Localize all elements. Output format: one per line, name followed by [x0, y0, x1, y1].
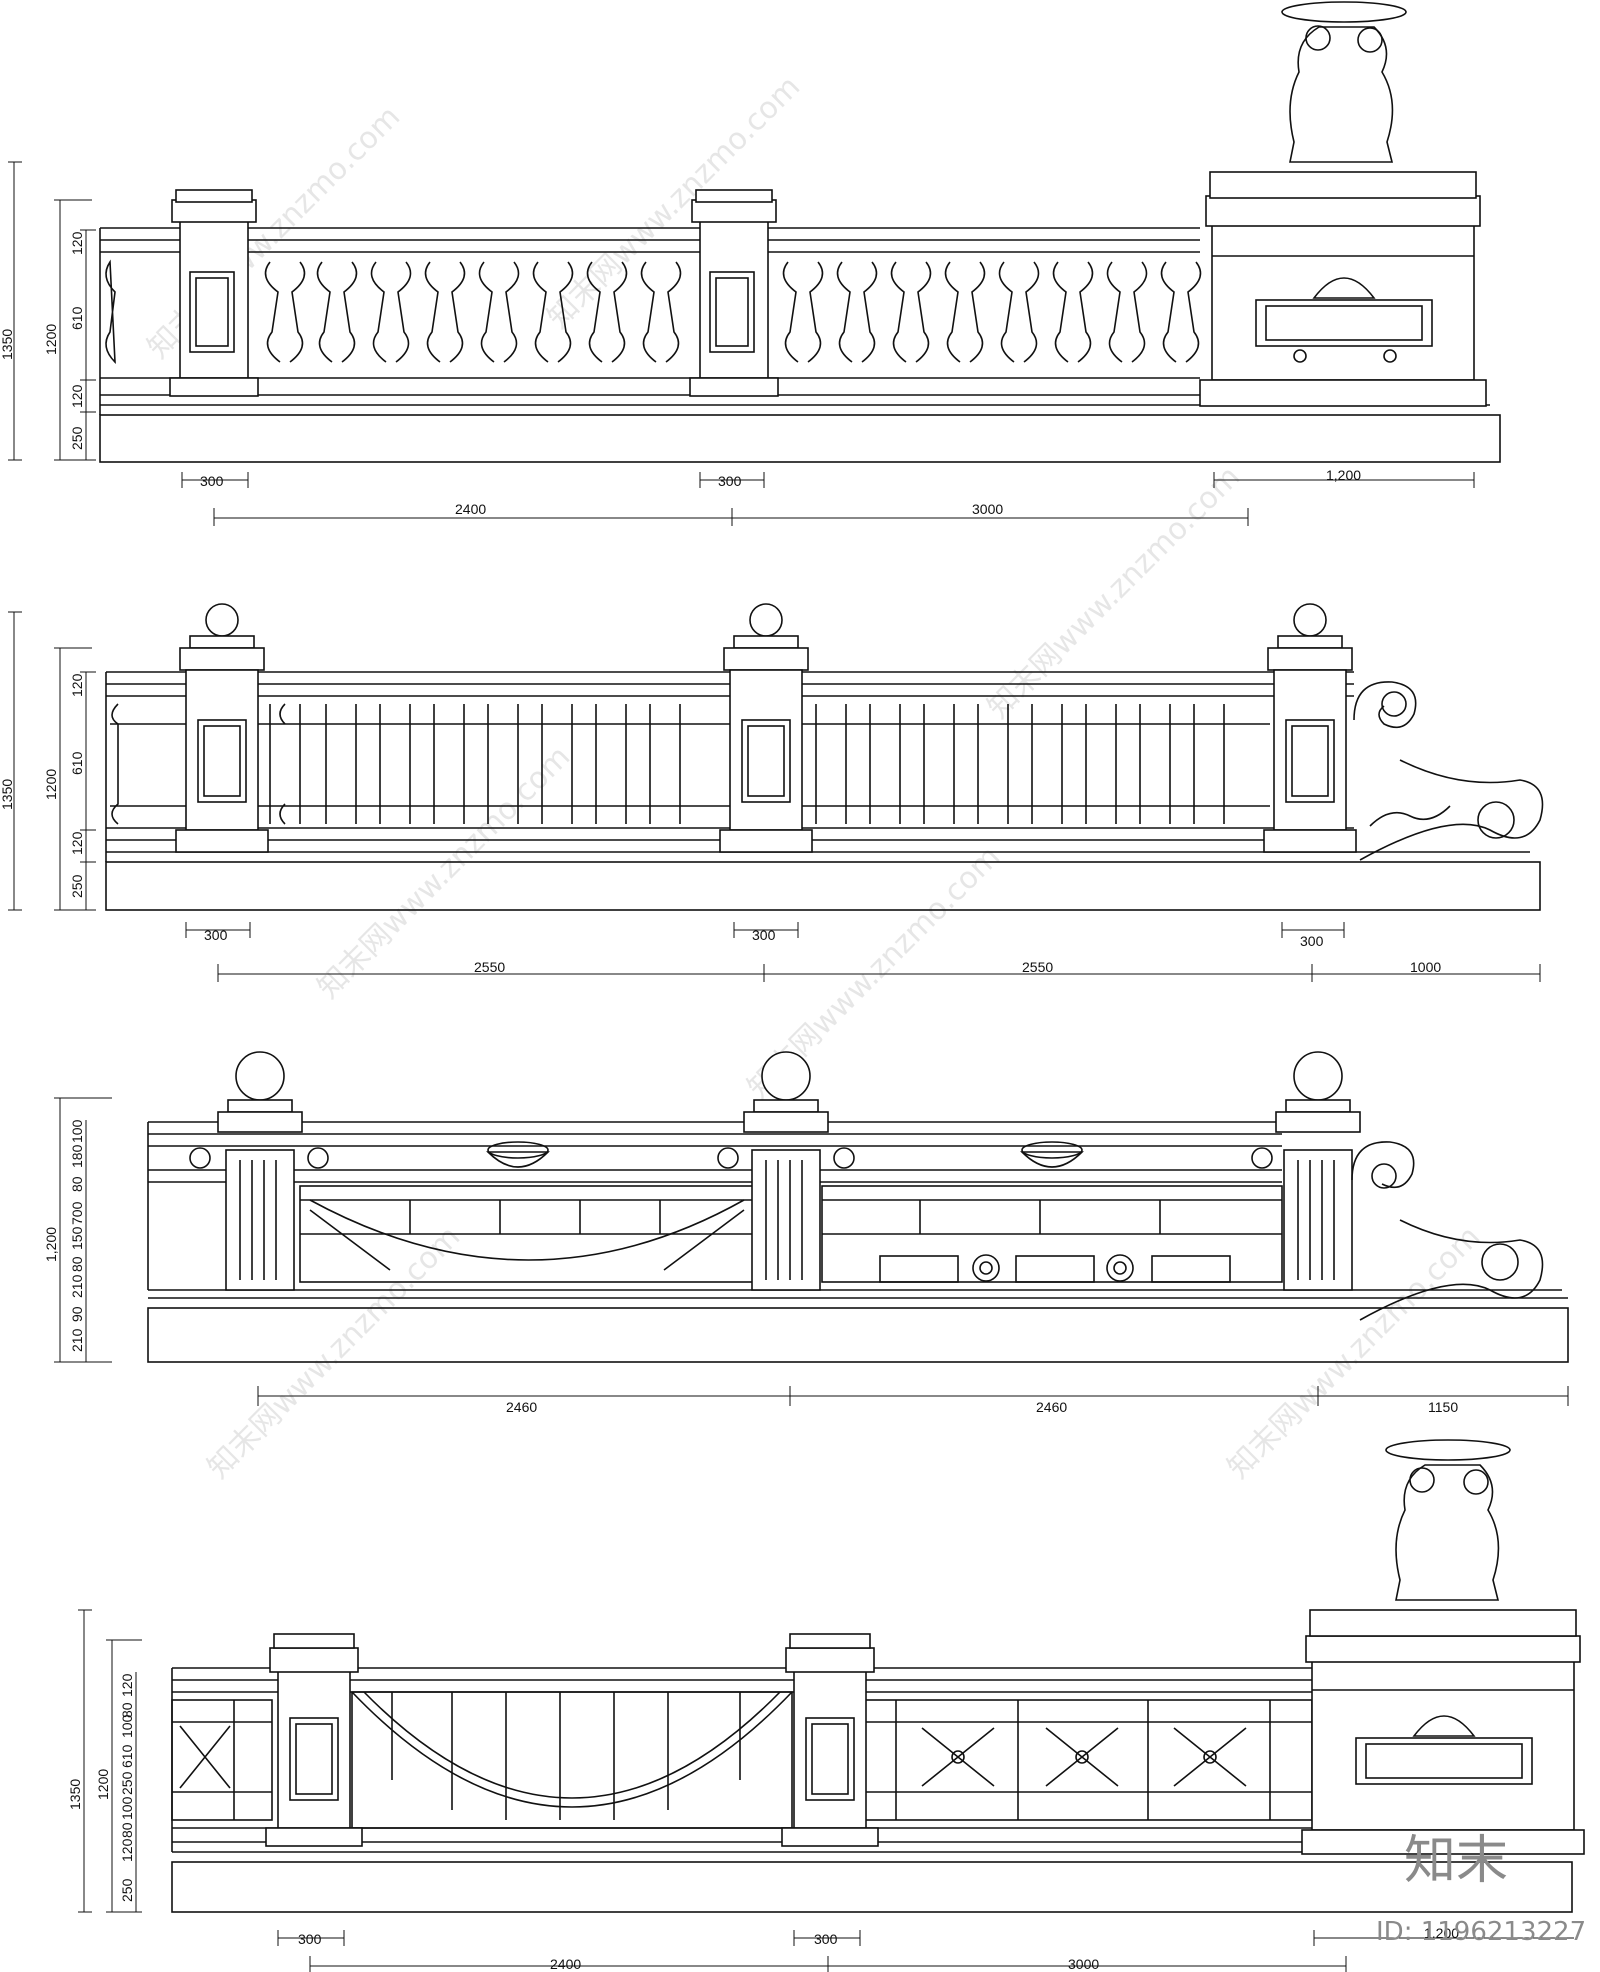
dim-label: 300: [204, 927, 228, 943]
pedestal-with-statue: [1301, 1439, 1585, 1855]
dim-label: 1200: [43, 324, 59, 355]
dim-label: 120: [119, 1673, 135, 1697]
post-with-ball: [1263, 603, 1357, 853]
scroll-ornament: [1353, 681, 1544, 861]
post: [169, 189, 259, 397]
dim-label: 80: [69, 1256, 85, 1272]
dim-label: 300: [298, 1931, 322, 1947]
dim-label: 1200: [95, 1769, 111, 1800]
dim-label: 250: [119, 1771, 135, 1795]
dim-label: 300: [814, 1931, 838, 1947]
watermark-text: 知末网www.znzmo.com: [981, 459, 1247, 725]
elevation-3: 1,200 100 180 80 700 150 80 210 90 210: [43, 1051, 1569, 1415]
dim-label: 1150: [1428, 1399, 1458, 1415]
baluster-row: [110, 703, 1270, 825]
baluster-row: [105, 259, 1202, 365]
scroll-ornament: [1351, 1141, 1544, 1321]
dim-label: 300: [718, 473, 742, 489]
dim-label: 300: [1300, 933, 1324, 949]
dim-label: 700: [69, 1201, 85, 1225]
dim-label: 1000: [1410, 959, 1441, 975]
elevation-1: 1350 1200 120 610 120 250: [0, 1, 1501, 526]
elevation-2: 1350 1200 120 610 120 250: [0, 603, 1544, 982]
watermark-text: 知末网www.znzmo.com: [311, 739, 577, 1005]
dim-label: 250: [69, 874, 85, 898]
dim-label: 2400: [550, 1956, 581, 1972]
flower-basket: [486, 1141, 1084, 1168]
dim-label: 80: [119, 1702, 135, 1718]
dim-label: 100: [119, 1714, 135, 1738]
dim-label: 100: [119, 1796, 135, 1820]
dim-label: 250: [69, 426, 85, 450]
pedestal-with-statue: [1199, 1, 1487, 407]
arched-panel: [351, 1691, 793, 1829]
lattice-panel: [171, 1699, 273, 1821]
dim-label: 2550: [1022, 959, 1053, 975]
dim-label: 1200: [43, 769, 59, 800]
dim-label: 180: [69, 1144, 85, 1168]
dim-label: 150: [69, 1226, 85, 1250]
post: [689, 189, 779, 397]
dim-label: 1350: [0, 329, 15, 360]
dim-label: 3000: [1068, 1956, 1099, 1972]
dim-label: 1350: [0, 779, 15, 810]
arched-panel: [299, 1185, 755, 1283]
dim-label: 300: [752, 927, 776, 943]
post: [265, 1633, 363, 1847]
post-with-ball: [175, 603, 269, 853]
dim-label: 120: [69, 831, 85, 855]
watermark-text: 知末网www.znzmo.com: [1221, 1219, 1487, 1485]
dim-label: 1,200: [43, 1227, 59, 1262]
dim-label: 2550: [474, 959, 505, 975]
fluted-column: [717, 1051, 855, 1291]
elevation-4: 1350 1200 120 80 100 610 250 100 80 120 …: [67, 1439, 1585, 1972]
dim-label: 210: [69, 1274, 85, 1298]
dim-label: 120: [69, 384, 85, 408]
dim-label: 1350: [67, 1779, 83, 1810]
dim-label: 120: [69, 673, 85, 697]
fluted-column: [189, 1051, 329, 1291]
dim-label: 100: [69, 1119, 85, 1143]
dim-label: 2460: [506, 1399, 537, 1415]
post-with-ball: [719, 603, 813, 853]
rosette-panel: [821, 1185, 1283, 1283]
dim-label: 250: [119, 1878, 135, 1902]
dim-label: 2460: [1036, 1399, 1067, 1415]
dim-label: 3000: [972, 501, 1003, 517]
id-watermark: ID: 1196213227: [1376, 1917, 1586, 1947]
dim-label: 1,200: [1424, 1925, 1459, 1941]
dim-label: 120: [69, 231, 85, 255]
dim-label: 610: [69, 751, 85, 775]
dim-label: 1,200: [1326, 467, 1361, 483]
post: [781, 1633, 879, 1847]
dim-label: 120: [119, 1838, 135, 1862]
dim-label: 80: [69, 1176, 85, 1192]
dim-label: 80: [119, 1822, 135, 1838]
brand-watermark: 知末: [1404, 1831, 1508, 1891]
fluted-column: [1251, 1051, 1361, 1291]
dim-label: 90: [69, 1306, 85, 1322]
dim-label: 2400: [455, 501, 486, 517]
dim-label: 210: [69, 1328, 85, 1352]
lattice-panel: [861, 1699, 1313, 1821]
dim-label: 610: [69, 306, 85, 330]
dim-label: 610: [119, 1744, 135, 1768]
dim-label: 300: [200, 473, 224, 489]
